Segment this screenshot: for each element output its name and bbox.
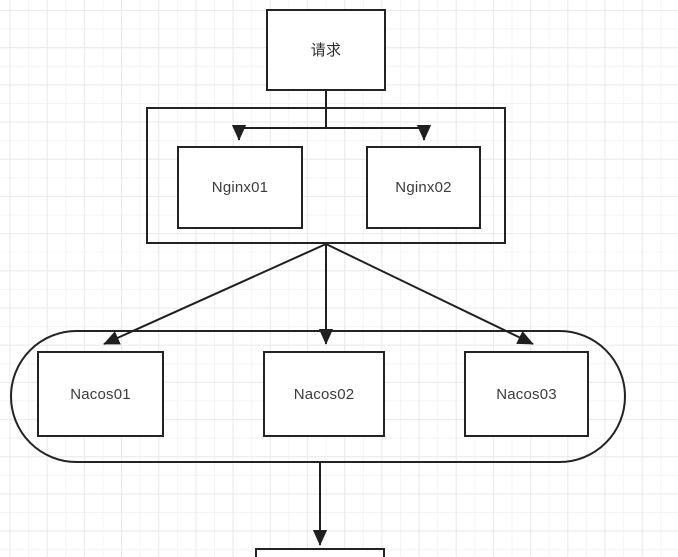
node-request-label: 请求 (310, 40, 342, 59)
node-nginx01-label: Nginx01 (211, 179, 269, 196)
group-nginx-cluster[interactable] (146, 107, 506, 244)
node-nacos02[interactable]: Nacos02 (263, 351, 385, 437)
node-request[interactable]: 请求 (266, 9, 386, 91)
edge-nginx-to-nacos03 (325, 243, 534, 345)
node-nginx02[interactable]: Nginx02 (366, 146, 481, 229)
node-nacos01-label: Nacos01 (70, 385, 131, 403)
node-nacos01[interactable]: Nacos01 (37, 351, 164, 437)
node-nginx01[interactable]: Nginx01 (177, 146, 303, 229)
node-nacos02-label: Nacos02 (293, 385, 355, 403)
node-nacos03-label: Nacos03 (496, 385, 557, 403)
group-nacos-cluster[interactable] (10, 330, 626, 463)
node-bottom-clipped[interactable] (255, 548, 385, 557)
node-nacos03[interactable]: Nacos03 (464, 351, 589, 437)
edge-nginx-to-nacos01 (103, 243, 327, 345)
node-nginx02-label: Nginx02 (395, 179, 452, 196)
